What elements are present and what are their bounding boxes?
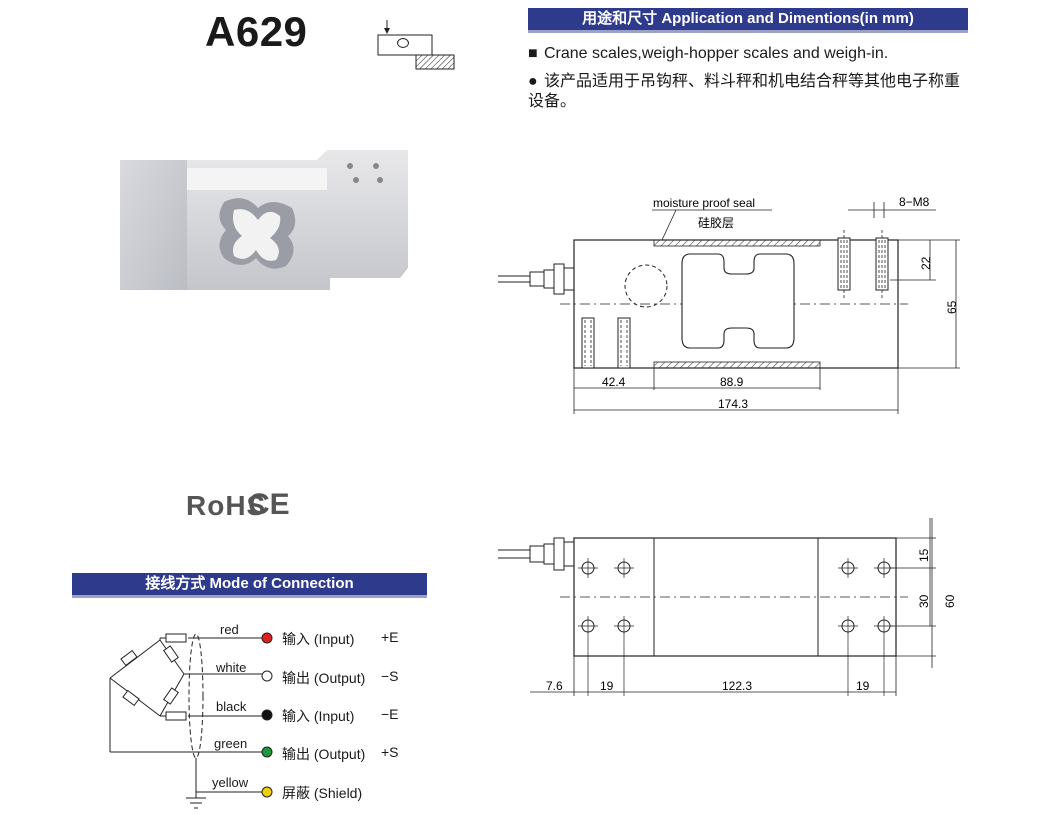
bullet-text: Crane scales,weigh-hopper scales and wei…: [544, 45, 889, 62]
dim-122-3: 122.3: [722, 679, 752, 693]
terminal-red-dot: [261, 632, 273, 644]
wire-sign-black: −E: [381, 706, 399, 722]
connection-banner: 接线方式 Mode of Connection: [72, 573, 427, 598]
dim-22: 22: [919, 256, 933, 270]
wire-sign-white: −S: [381, 668, 399, 684]
dim-174: 174.3: [718, 397, 748, 411]
product-photo: [120, 150, 408, 290]
wire-desc-white: 输出 (Output): [282, 670, 366, 686]
bullet-text: 该产品适用于吊钩秤、料斗秤和机电结合秤等其他电子称重设备。: [528, 73, 961, 110]
dim-15: 15: [917, 548, 931, 562]
model-title: A629: [205, 8, 308, 55]
seal-label-cn: 硅胶层: [698, 215, 734, 230]
wire-color-black: black: [216, 699, 247, 714]
wire-sign-red: +E: [381, 629, 399, 645]
application-banner: 用途和尺寸 Application and Dimentions(in mm): [528, 8, 968, 33]
round-bullet-icon: ●: [528, 73, 538, 90]
wire-color-white: white: [216, 660, 247, 675]
wire-desc-red: 输入 (Input): [282, 631, 355, 647]
seal-label-en: moisture proof seal: [653, 196, 755, 210]
wire-color-yellow: yellow: [212, 775, 249, 790]
square-bullet-icon: ■: [528, 45, 538, 62]
thread-label: 8−M8: [899, 195, 930, 209]
wire-color-red: red: [220, 622, 239, 637]
dim-19-right: 19: [856, 679, 870, 693]
terminal-yellow-dot: [261, 786, 273, 798]
dim-7-6: 7.6: [546, 679, 563, 693]
top-view-drawing: 15 30 60 7.6 19 122.3 19: [498, 518, 957, 696]
wire-desc-black: 输入 (Input): [282, 708, 355, 724]
wire-sign-green: +S: [381, 744, 399, 760]
bullet-chinese: ●该产品适用于吊钩秤、料斗秤和机电结合秤等其他电子称重设备。: [528, 72, 968, 112]
bullet-english: ■ Crane scales,weigh-hopper scales and we…: [528, 44, 888, 64]
dim-65: 65: [945, 300, 959, 314]
dim-42: 42.4: [602, 375, 626, 389]
wire-terminals: [261, 632, 273, 798]
terminal-white-dot: [261, 670, 273, 682]
rohs-mark: RoHS: [186, 490, 267, 521]
bridge-diagram: [109, 633, 266, 809]
terminal-green-dot: [261, 746, 273, 758]
dim-60: 60: [943, 594, 957, 608]
dim-19-left: 19: [600, 679, 614, 693]
side-view-drawing: moisture proof seal 硅胶层 8−M8 22 65 42.4 …: [498, 195, 960, 414]
load-direction-icon: [377, 20, 455, 70]
wire-desc-yellow: 屏蔽 (Shield): [282, 785, 363, 801]
dim-30: 30: [917, 594, 931, 608]
ce-mark: CE: [248, 488, 290, 521]
terminal-black-dot: [261, 709, 273, 721]
wire-desc-green: 输出 (Output): [282, 746, 366, 762]
dim-88: 88.9: [720, 375, 744, 389]
wire-color-green: green: [214, 736, 248, 751]
